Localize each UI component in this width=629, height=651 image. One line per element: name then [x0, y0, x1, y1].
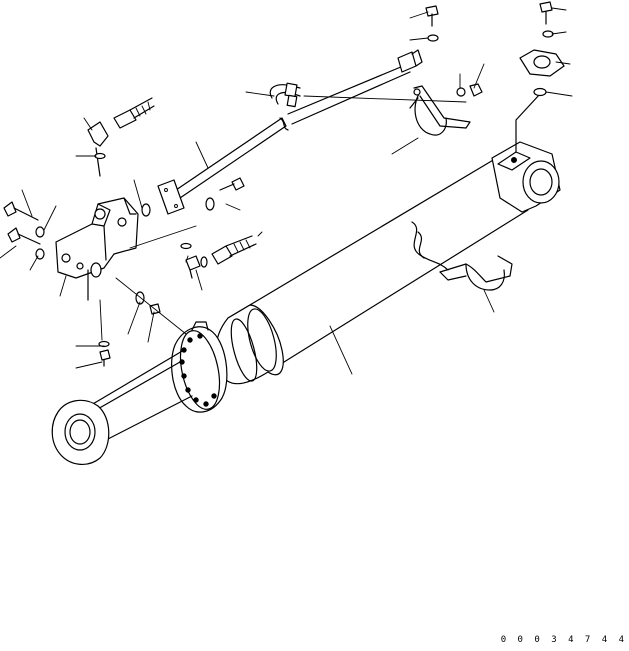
- rod-end-eye: [51, 399, 110, 465]
- elbow-fitting: [87, 97, 155, 177]
- safety-valve-block: [55, 197, 139, 301]
- pipe-clamp: [409, 85, 471, 136]
- drawing-number: 0 0 0 3 4 7 4 4: [500, 635, 627, 645]
- pipe-fittings: [185, 235, 257, 279]
- hydraulic-pipe: [157, 49, 423, 215]
- hose-clamp-upper: [519, 49, 565, 77]
- bolts: [3, 1, 553, 367]
- washers-and-orings: [35, 30, 554, 348]
- leader-lines: [0, 7, 573, 375]
- piston-rod: [85, 349, 193, 441]
- hose-upper: [269, 82, 301, 108]
- cylinder-barrel: [171, 93, 561, 413]
- hose-clamp-lower: [439, 255, 513, 291]
